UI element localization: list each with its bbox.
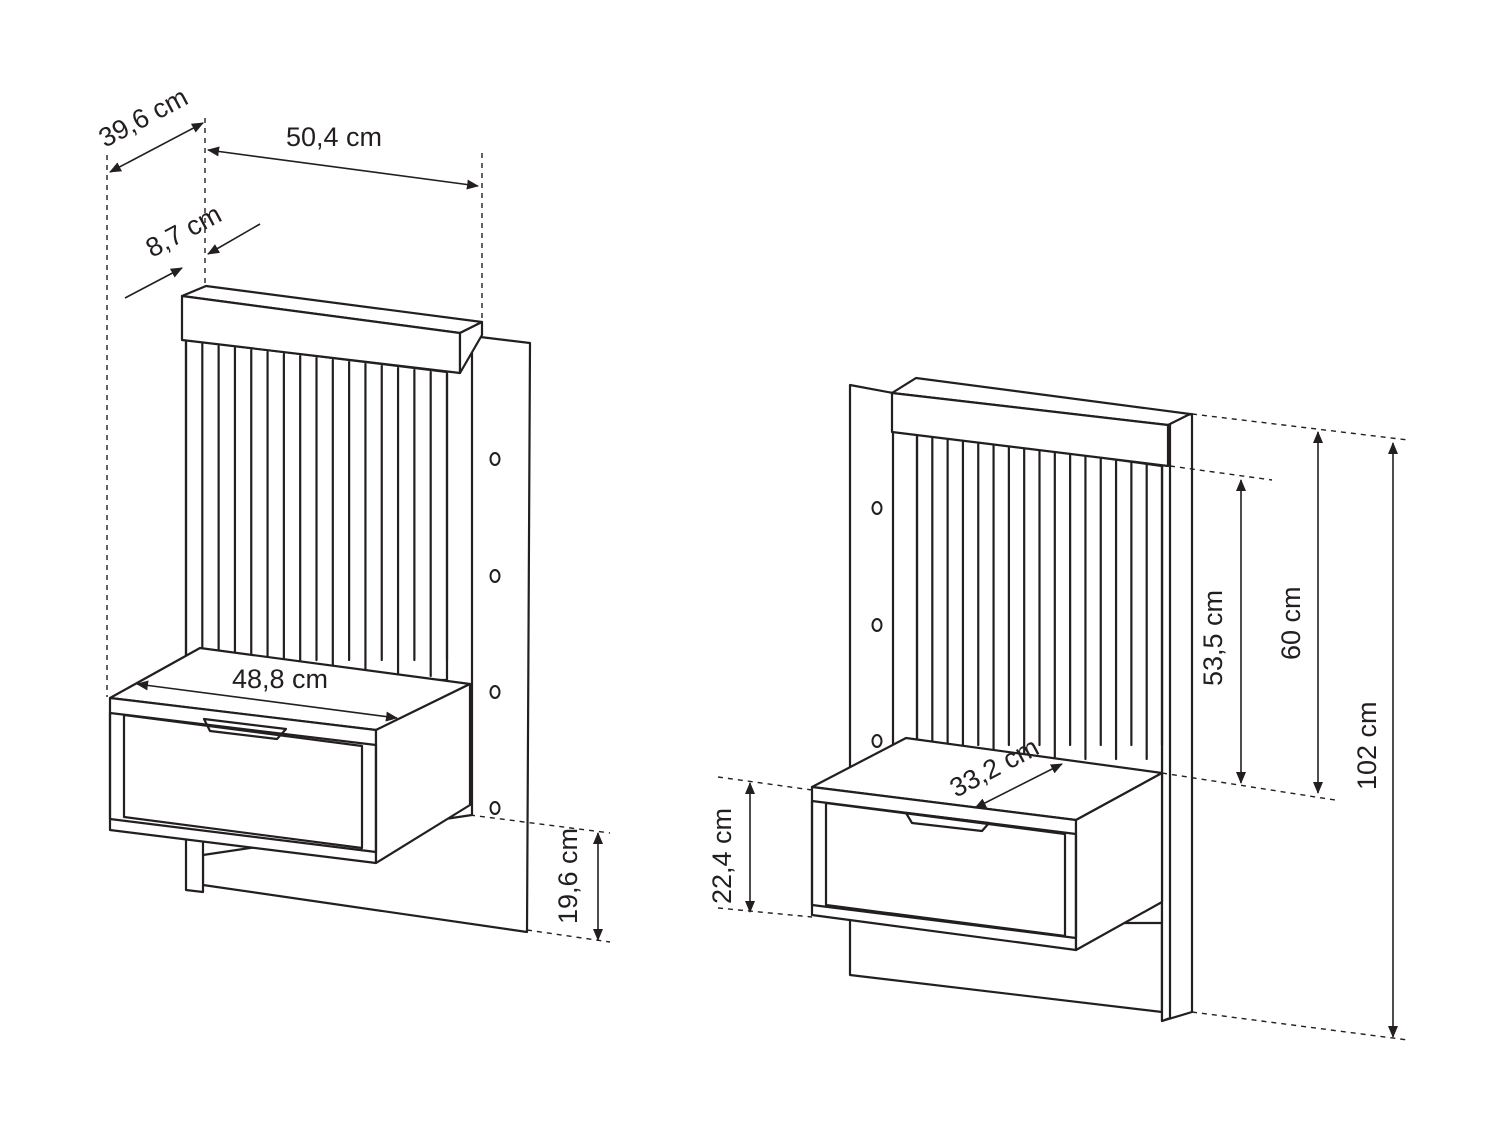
drawer-front — [824, 801, 1067, 938]
mount-hole — [489, 569, 501, 583]
slats — [184, 340, 449, 678]
mount-hole — [871, 501, 883, 515]
drawer-width-label: 48,8 cm — [232, 664, 328, 694]
mount-hole — [489, 801, 501, 815]
headboard-height-label: 60 cm — [1276, 586, 1306, 660]
width-label: 50,4 cm — [286, 122, 382, 152]
slats — [915, 432, 1164, 761]
top-shelf-side — [458, 320, 484, 375]
mount-hole — [871, 734, 883, 748]
drawer-handle — [904, 811, 991, 833]
drawer-inner-frame — [108, 711, 378, 854]
mount-hole — [871, 618, 883, 632]
front-view-drawing — [106, 118, 611, 943]
side-view-drawing — [717, 376, 1409, 1041]
slats-height-label: 53,5 cm — [1198, 590, 1228, 686]
mount-hole — [489, 452, 501, 466]
drawer-front — [122, 713, 364, 850]
panel-edge-inner — [1160, 418, 1172, 1023]
panel-offset-label: 8,7 cm — [141, 199, 227, 264]
depth-label: 39,6 cm — [94, 82, 193, 154]
total-height-label: 102 cm — [1352, 701, 1382, 790]
drawer-handle — [202, 717, 288, 741]
top-shelf-front — [890, 391, 1170, 468]
drawer-bottom-label: 19,6 cm — [553, 828, 583, 924]
drawer-height-label: 22,4 cm — [707, 808, 737, 904]
mount-hole — [489, 685, 501, 699]
